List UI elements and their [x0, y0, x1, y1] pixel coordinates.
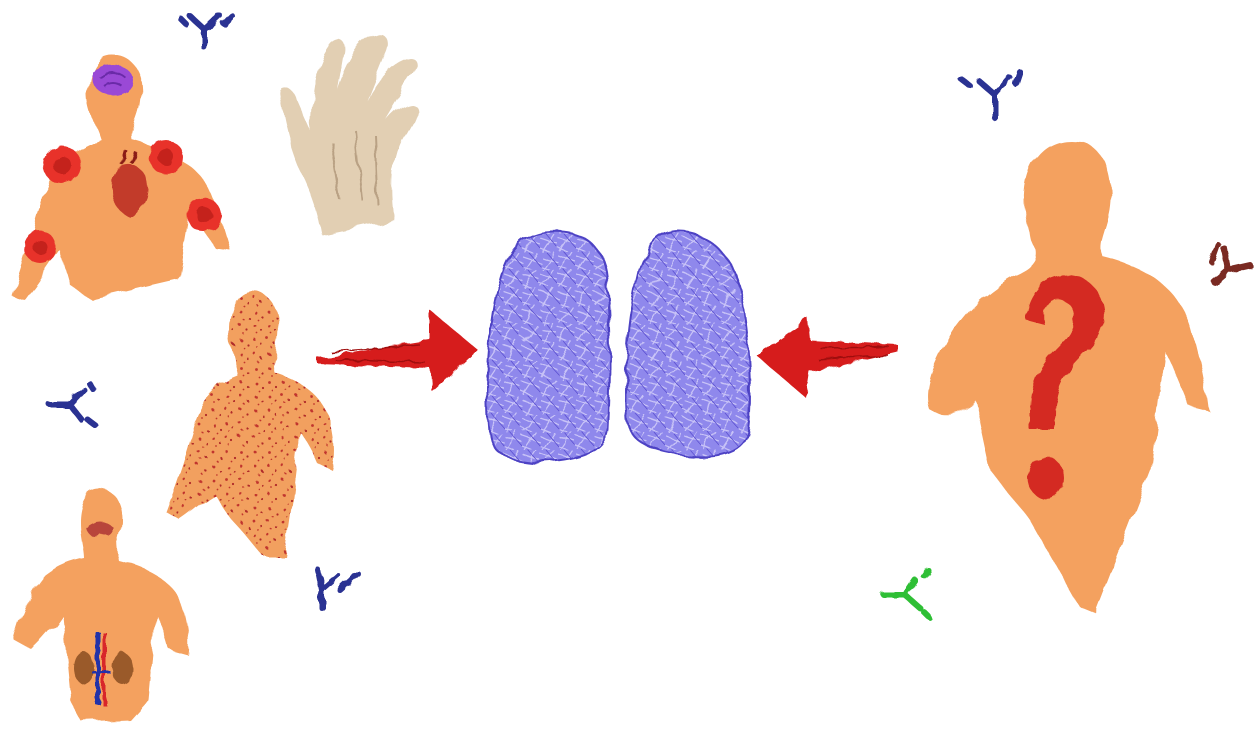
arrow-right-to-lungs [756, 318, 898, 398]
hand-icon [280, 35, 417, 235]
torso-with-question-mark [928, 140, 1208, 612]
antibody-icon [962, 72, 1020, 118]
lungs [487, 231, 750, 462]
antibody-icon [884, 570, 930, 618]
right-lung [626, 232, 750, 456]
left-lung [487, 231, 610, 462]
brain-icon [93, 65, 133, 95]
arrow-left-to-lungs [318, 310, 478, 392]
antibody-icon [50, 384, 96, 426]
antibody-icon [1212, 245, 1250, 282]
antibody-icon [180, 16, 232, 48]
antibody-icon [318, 570, 358, 608]
torso-with-skin-rash [166, 292, 334, 555]
